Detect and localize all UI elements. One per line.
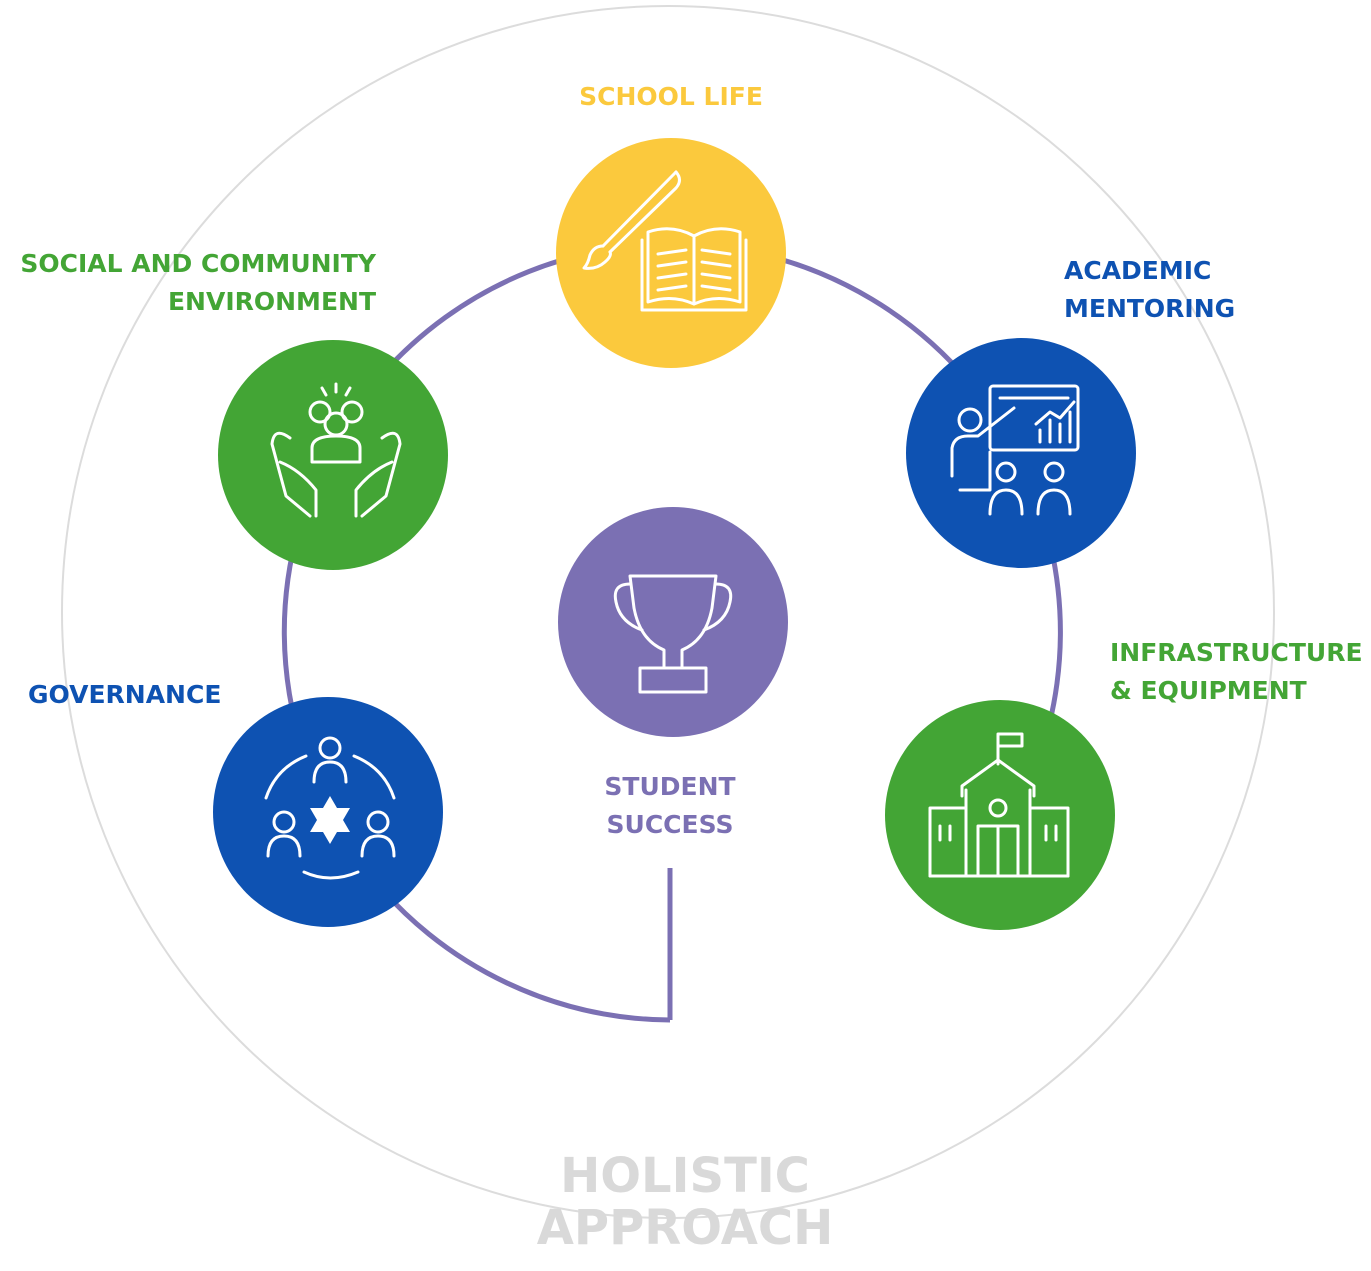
label-student-success-line2: SUCCESS — [606, 810, 734, 839]
node-academic-mentoring[interactable] — [906, 338, 1136, 568]
hands-community-icon — [270, 382, 402, 518]
label-governance: GOVERNANCE — [28, 676, 221, 714]
label-infrastructure-equipment: INFRASTRUCTURE & EQUIPMENT — [1110, 634, 1363, 710]
label-infrastructure-line2: & EQUIPMENT — [1110, 676, 1307, 705]
label-governance-line1: GOVERNANCE — [28, 680, 222, 709]
label-academic-mentoring-line1: ACADEMIC — [1064, 256, 1212, 285]
label-academic-mentoring: ACADEMIC MENTORING — [1064, 252, 1235, 328]
node-social-community[interactable] — [218, 340, 448, 570]
node-school-life[interactable] — [556, 138, 786, 368]
footer-title-line2: APPROACH — [536, 1200, 834, 1256]
footer-title-line1: HOLISTIC — [560, 1148, 810, 1204]
label-student-success-line1: STUDENT — [604, 772, 736, 801]
presentation-teacher-icon — [950, 384, 1080, 516]
label-academic-mentoring-line2: MENTORING — [1064, 294, 1236, 323]
star-icon — [310, 796, 350, 844]
label-social-community-line2: ENVIRONMENT — [167, 287, 376, 316]
label-infrastructure-line1: INFRASTRUCTURE — [1110, 638, 1363, 667]
label-school-life: SCHOOL LIFE — [521, 78, 821, 116]
footer-title: HOLISTIC APPROACH — [435, 1150, 935, 1254]
label-social-community-line1: SOCIAL AND COMMUNITY — [20, 249, 376, 278]
label-student-success: STUDENT SUCCESS — [520, 768, 820, 844]
trophy-icon — [613, 574, 733, 694]
label-social-community: SOCIAL AND COMMUNITY ENVIRONMENT — [10, 245, 376, 321]
school-building-icon — [928, 732, 1070, 878]
outer-ring — [61, 5, 1275, 1219]
node-governance[interactable] — [213, 697, 443, 927]
team-cycle-icon — [264, 736, 396, 880]
label-school-life-line1: SCHOOL LIFE — [579, 82, 763, 111]
paintbrush-book-icon — [582, 170, 748, 312]
node-student-success[interactable] — [558, 507, 788, 737]
node-infrastructure-equipment[interactable] — [885, 700, 1115, 930]
